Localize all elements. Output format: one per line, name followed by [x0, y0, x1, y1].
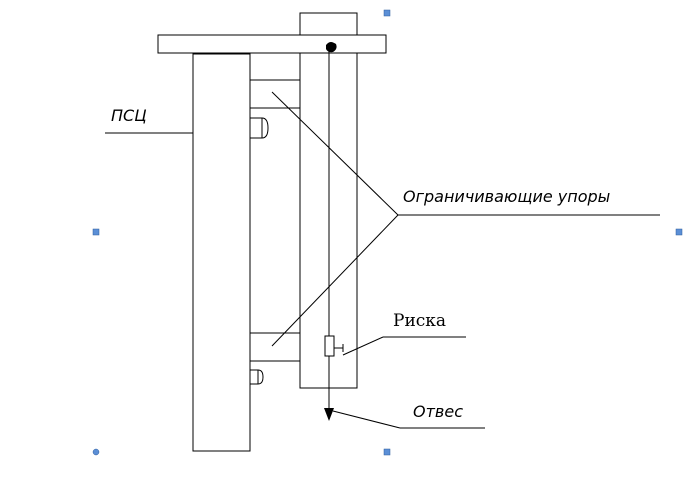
- plumb-leader: [332, 410, 401, 429]
- upper-bolt: [250, 117, 269, 139]
- lower-bolt: [250, 369, 264, 385]
- plumb-bob: [324, 408, 334, 421]
- plumb-label: Отвес: [413, 402, 463, 421]
- mark-label: Риска: [393, 311, 446, 331]
- plumb-suspension-blob: [326, 42, 337, 53]
- selection-handle-bottom-right[interactable]: [383, 448, 391, 456]
- psc-label: ПСЦ: [111, 106, 147, 125]
- selection-handle-middle-right[interactable]: [675, 228, 683, 236]
- upper-stop-block: [249, 79, 301, 109]
- selection-handle-top-right[interactable]: [383, 9, 391, 17]
- mark-leader: [342, 336, 384, 356]
- psc-column: [192, 53, 251, 452]
- stops-leader-lower: [271, 214, 399, 347]
- stops-label: Ограничивающие упоры: [403, 187, 610, 206]
- selection-handle-bottom-left[interactable]: [92, 448, 100, 456]
- top-beam: [157, 34, 387, 54]
- stops-leader-upper: [271, 91, 399, 216]
- selection-handle-middle-left[interactable]: [92, 228, 100, 236]
- mark-rectangle: [324, 335, 335, 357]
- lower-stop-block: [249, 332, 301, 362]
